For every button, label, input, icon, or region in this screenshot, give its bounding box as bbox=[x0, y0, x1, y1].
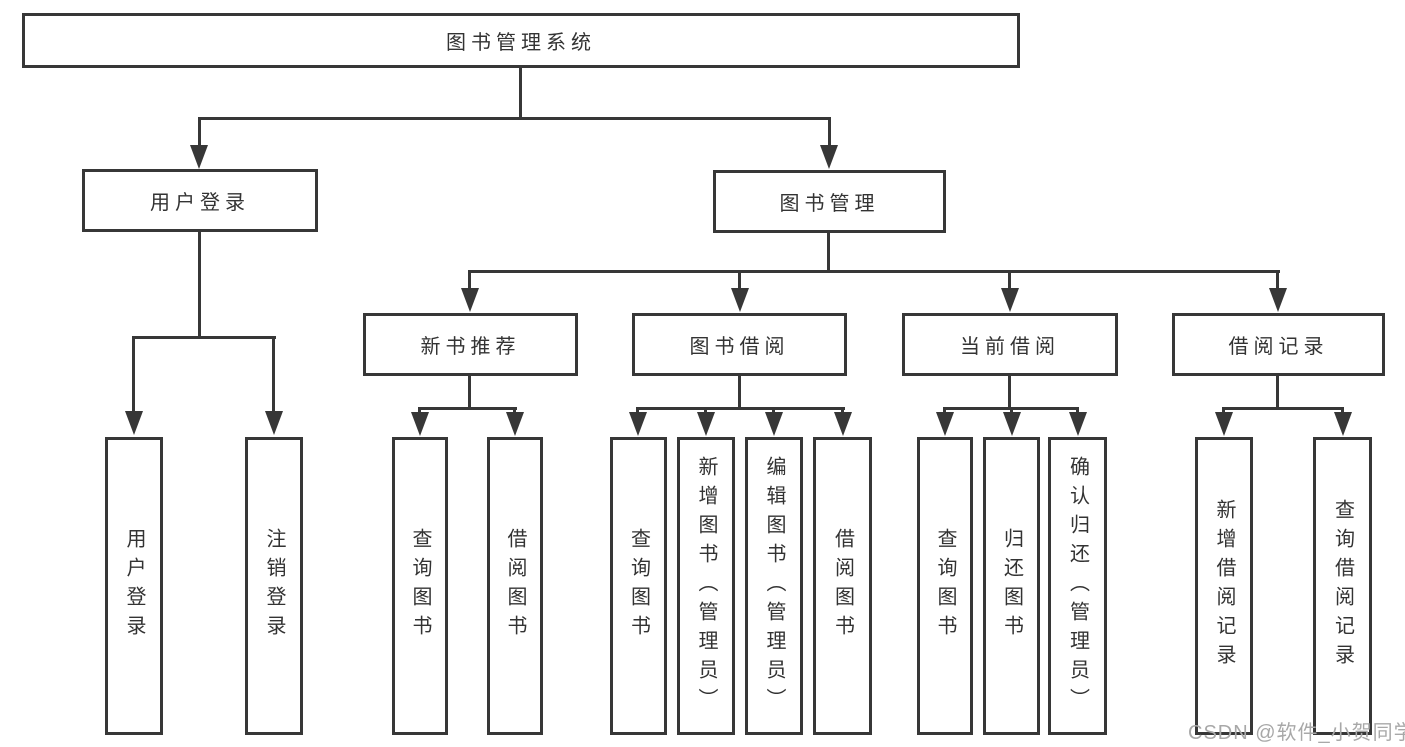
arrow-down-icon bbox=[697, 412, 715, 436]
connector-line bbox=[738, 376, 741, 407]
leaf-add-book-admin: 新增图书（管理员） bbox=[677, 437, 735, 735]
connector-line bbox=[519, 68, 522, 118]
arrow-down-icon bbox=[1069, 412, 1087, 436]
connector-line bbox=[272, 336, 275, 412]
leaf-borrow-books-borrowing: 借阅图书 bbox=[813, 437, 872, 735]
watermark: CSDN @软件_小贺同学 bbox=[1188, 722, 1405, 744]
arrow-down-icon bbox=[629, 412, 647, 436]
leaf-add-borrow-record: 新增借阅记录 bbox=[1195, 437, 1253, 735]
arrow-down-icon bbox=[936, 412, 954, 436]
connector-line bbox=[1008, 376, 1011, 407]
connector-line bbox=[704, 407, 707, 415]
arrow-down-icon bbox=[731, 288, 749, 312]
connector-line bbox=[513, 407, 516, 415]
connector-line bbox=[418, 407, 517, 410]
leaf-borrow-books-recommend: 借阅图书 bbox=[487, 437, 543, 735]
leaf-logout: 注销登录 bbox=[245, 437, 303, 735]
connector-line bbox=[1076, 407, 1079, 415]
connector-line bbox=[1341, 407, 1344, 415]
leaf-return-books: 归还图书 bbox=[983, 437, 1040, 735]
connector-line bbox=[772, 407, 775, 415]
connector-line bbox=[1008, 270, 1011, 290]
leaf-confirm-return-admin: 确认归还（管理员） bbox=[1048, 437, 1107, 735]
connector-line bbox=[943, 407, 946, 415]
connector-line bbox=[1222, 407, 1225, 415]
leaf-search-books-recommend: 查询图书 bbox=[392, 437, 448, 735]
connector-line bbox=[198, 117, 201, 148]
arrow-down-icon bbox=[1215, 412, 1233, 436]
leaf-search-books-current: 查询图书 bbox=[917, 437, 973, 735]
connector-line bbox=[198, 117, 831, 120]
arrow-down-icon bbox=[265, 411, 283, 435]
connector-line bbox=[827, 233, 830, 270]
node-new-book-recommendation: 新书推荐 bbox=[363, 313, 578, 376]
connector-line bbox=[636, 407, 845, 410]
arrow-down-icon bbox=[506, 412, 524, 436]
connector-line bbox=[1010, 407, 1013, 415]
connector-line bbox=[1276, 270, 1279, 290]
arrow-down-icon bbox=[765, 412, 783, 436]
arrow-down-icon bbox=[1001, 288, 1019, 312]
node-borrowing-records: 借阅记录 bbox=[1172, 313, 1385, 376]
connector-line bbox=[468, 376, 471, 407]
node-user-login: 用户登录 bbox=[82, 169, 318, 232]
leaf-search-borrow-record: 查询借阅记录 bbox=[1313, 437, 1372, 735]
connector-line bbox=[828, 117, 831, 148]
connector-line bbox=[1276, 376, 1279, 407]
connector-line bbox=[132, 336, 135, 412]
arrow-down-icon bbox=[190, 145, 208, 169]
node-root: 图书管理系统 bbox=[22, 13, 1020, 68]
arrow-down-icon bbox=[1269, 288, 1287, 312]
connector-line bbox=[198, 232, 201, 336]
arrow-down-icon bbox=[411, 412, 429, 436]
node-current-borrowing: 当前借阅 bbox=[902, 313, 1118, 376]
arrow-down-icon bbox=[820, 145, 838, 169]
arrow-down-icon bbox=[461, 288, 479, 312]
connector-line bbox=[636, 407, 639, 415]
leaf-edit-book-admin: 编辑图书（管理员） bbox=[745, 437, 803, 735]
connector-line bbox=[132, 336, 276, 339]
connector-line bbox=[738, 270, 741, 290]
arrow-down-icon bbox=[125, 411, 143, 435]
arrow-down-icon bbox=[834, 412, 852, 436]
connector-line bbox=[468, 270, 471, 290]
leaf-user-login: 用户登录 bbox=[105, 437, 163, 735]
arrow-down-icon bbox=[1334, 412, 1352, 436]
connector-line bbox=[468, 270, 1280, 273]
node-book-management: 图书管理 bbox=[713, 170, 946, 233]
connector-line bbox=[841, 407, 844, 415]
connector-line bbox=[418, 407, 421, 415]
arrow-down-icon bbox=[1003, 412, 1021, 436]
node-book-borrowing: 图书借阅 bbox=[632, 313, 847, 376]
connector-line bbox=[1222, 407, 1344, 410]
leaf-search-books-borrowing: 查询图书 bbox=[610, 437, 667, 735]
